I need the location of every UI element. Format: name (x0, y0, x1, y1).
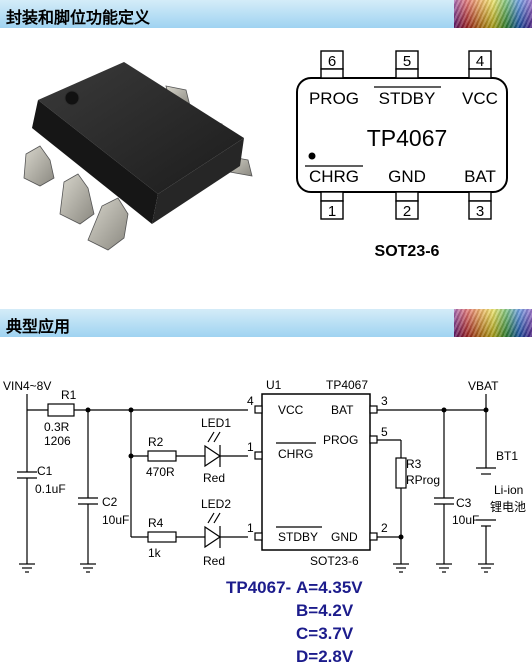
pinout-diagram: 6 5 4 1 2 3 PROG STDBY VCC TP4067 CHRG G… (296, 50, 508, 260)
pin-label-vcc: VCC (462, 89, 498, 108)
section-banner-package: 封装和脚位功能定义 (0, 0, 532, 28)
brand-logo-strip (454, 0, 532, 28)
c2-name: C2 (102, 495, 118, 509)
pin-label-chrg: CHRG (309, 167, 359, 186)
pin-label-bat: BAT (464, 167, 496, 186)
bt1-type: Li-ion (494, 483, 523, 497)
bt1-name: BT1 (496, 449, 518, 463)
u1-pin-chrg: CHRG (278, 447, 313, 461)
pin-label-stdby: STDBY (379, 89, 436, 108)
section-banner-application: 典型应用 (0, 309, 532, 337)
package-label: SOT23-6 (375, 243, 440, 260)
u1-part: TP4067 (326, 378, 368, 392)
u1-pin-gnd-num: 2 (381, 521, 388, 535)
u1-pin-gnd: GND (331, 530, 358, 544)
pin-num-6: 6 (328, 53, 336, 70)
r2-name: R2 (148, 435, 164, 449)
u1-pin-bat: BAT (331, 403, 354, 417)
u1-pin-prog-num: 5 (381, 425, 388, 439)
u1-pin-prog: PROG (323, 433, 358, 447)
r4-value: 1k (148, 546, 162, 560)
chip-photo (23, 62, 253, 251)
pin1-dot (308, 152, 316, 160)
led2-name: LED2 (201, 497, 231, 511)
led2-color: Red (203, 554, 225, 568)
r4-name: R4 (148, 516, 164, 530)
u1-pin-stdby-num: 1 (247, 521, 254, 535)
pin-num-3: 3 (476, 203, 484, 220)
c3-name: C3 (456, 496, 472, 510)
u1-package: SOT23-6 (310, 554, 359, 568)
c3-value: 10uF (452, 513, 479, 527)
version-prefix: TP4067- (226, 578, 292, 597)
c1-value: 0.1uF (35, 482, 66, 496)
r1-size: 1206 (44, 434, 71, 448)
version-b: B=4.2V (296, 601, 354, 620)
led1-name: LED1 (201, 416, 231, 430)
chip-name: TP4067 (367, 125, 448, 151)
c2-value: 10uF (102, 513, 129, 527)
vbat-label: VBAT (468, 379, 499, 393)
u1-pin-vcc: VCC (278, 403, 304, 417)
r3-value: RProg (406, 473, 440, 487)
u1-pin-stdby: STDBY (278, 530, 318, 544)
led1-color: Red (203, 471, 225, 485)
section-title-application: 典型应用 (6, 317, 71, 336)
pin-num-1: 1 (328, 203, 336, 220)
r3-name: R3 (406, 457, 422, 471)
u1-ref: U1 (266, 378, 282, 392)
pin-num-5: 5 (403, 53, 411, 70)
brand-logo-strip-2 (454, 309, 532, 337)
pin-label-prog: PROG (309, 89, 359, 108)
version-d: D=2.8V (296, 647, 354, 666)
pin-num-4: 4 (476, 53, 484, 70)
u1-pin-vcc-num: 4 (247, 394, 254, 408)
pin-num-2: 2 (403, 203, 411, 220)
pin-label-gnd: GND (388, 167, 426, 186)
r1-name: R1 (61, 388, 77, 402)
version-a: A=4.35V (296, 578, 363, 597)
bt1-desc: 锂电池 (490, 499, 526, 514)
version-c: C=3.7V (296, 624, 354, 643)
section-title-package: 封装和脚位功能定义 (6, 8, 151, 27)
vin-label: VIN4~8V (3, 379, 51, 393)
u1-pin-bat-num: 3 (381, 394, 388, 408)
r2-value: 470R (146, 465, 175, 479)
r1-value: 0.3R (44, 420, 70, 434)
c1-name: C1 (37, 464, 53, 478)
u1-pin-chrg-num: 1 (247, 440, 254, 454)
application-schematic: VIN4~8V R1 0.3R 1206 C1 0.1uF C2 10uF R2… (3, 378, 526, 573)
